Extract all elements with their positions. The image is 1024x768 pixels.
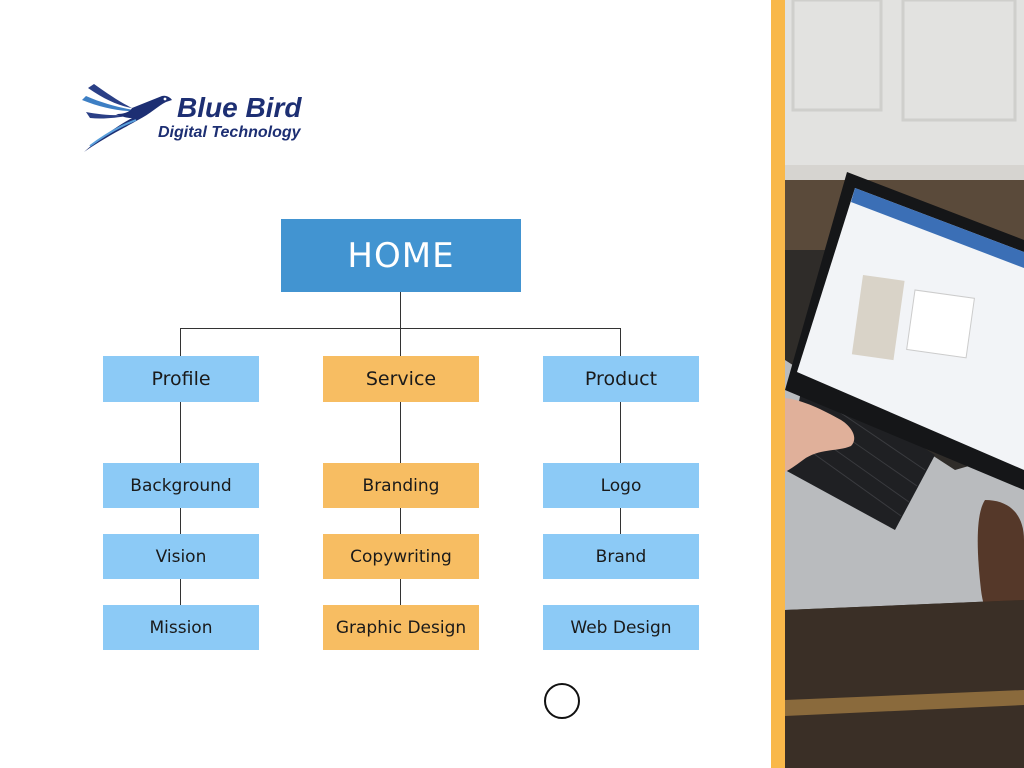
connector-profile-down: [180, 328, 181, 356]
product-node[interactable]: Product: [543, 356, 699, 402]
web-design-node[interactable]: Web Design: [543, 605, 699, 650]
copywriting-node[interactable]: Copywriting: [323, 534, 479, 579]
logo-subtitle: Digital Technology: [158, 124, 301, 141]
home-node[interactable]: HOME: [281, 219, 521, 292]
accent-stripe: [771, 0, 785, 768]
mission-node[interactable]: Mission: [103, 605, 259, 650]
profile-node[interactable]: Profile: [103, 356, 259, 402]
laptop-photo: [785, 0, 1024, 768]
branding-node[interactable]: Branding: [323, 463, 479, 508]
background-node[interactable]: Background: [103, 463, 259, 508]
connector-product-down: [620, 328, 621, 356]
service-node[interactable]: Service: [323, 356, 479, 402]
blue-bird-logo-icon: [82, 84, 172, 152]
circle-shape-icon: [544, 683, 580, 719]
vision-node[interactable]: Vision: [103, 534, 259, 579]
company-logo: Blue Bird Digital Technology: [80, 78, 330, 156]
brand-node[interactable]: Brand: [543, 534, 699, 579]
logo-node[interactable]: Logo: [543, 463, 699, 508]
connector-service-down: [400, 328, 401, 356]
graphic-design-node[interactable]: Graphic Design: [323, 605, 479, 650]
connector-root-down: [400, 292, 401, 329]
logo-title: Blue Bird: [177, 92, 302, 123]
